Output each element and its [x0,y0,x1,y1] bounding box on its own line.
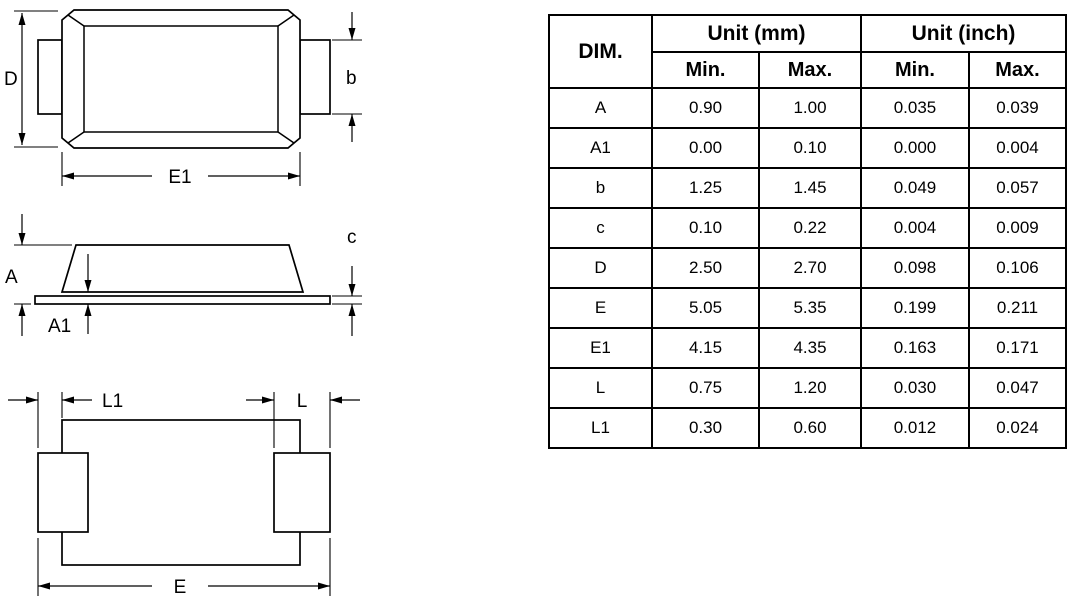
table-row: b 1.25 1.45 0.049 0.057 [548,167,1067,209]
package-drawing: D b E1 A A1 [4,9,362,598]
pad-right [273,452,331,533]
dim-cell: c [548,207,653,249]
table-row: L 0.75 1.20 0.030 0.047 [548,367,1067,409]
inch-min-cell: 0.000 [860,127,970,169]
table-header-row-1: DIM. Unit (mm) Unit (inch) [548,14,1067,89]
table-row: E1 4.15 4.35 0.163 0.171 [548,327,1067,369]
inch-max-cell: 0.211 [968,287,1067,329]
mm-min-cell: 0.00 [651,127,760,169]
header-mm-min: Min. [651,51,760,89]
dim-label-b: b [346,68,357,89]
table-row: L1 0.30 0.60 0.012 0.024 [548,407,1067,449]
mm-min-cell: 0.90 [651,87,760,129]
mm-max-cell: 1.45 [758,167,862,209]
bottom-view: L1 L E [8,391,360,598]
dim-cell: L1 [548,407,653,449]
dim-cell: E [548,287,653,329]
lead-strip-side-view [34,295,331,305]
pad-left [37,452,89,533]
header-inch-max: Max. [968,51,1067,89]
header-mm-max: Max. [758,51,862,89]
package-body-bottom-view [61,419,301,566]
inch-max-cell: 0.057 [968,167,1067,209]
table-row: D 2.50 2.70 0.098 0.106 [548,247,1067,289]
dim-cell: D [548,247,653,289]
table-row: A1 0.00 0.10 0.000 0.004 [548,127,1067,169]
mm-min-cell: 0.10 [651,207,760,249]
inch-min-cell: 0.012 [860,407,970,449]
dimension-table: DIM. Unit (mm) Unit (inch) Min. Max. Min… [548,14,1067,449]
d-dimension: D [4,10,58,148]
mm-max-cell: 5.35 [758,287,862,329]
a1-dimension: A1 [48,254,92,337]
header-dim: DIM. [548,14,653,89]
dim-cell: A [548,87,653,129]
mm-max-cell: 0.22 [758,207,862,249]
package-top-surface [83,25,279,133]
table-header-row-2: Min. Max. Min. Max. [549,51,1067,89]
mm-max-cell: 1.00 [758,87,862,129]
inch-min-cell: 0.035 [860,87,970,129]
package-body-top-view [61,9,301,149]
mm-min-cell: 0.30 [651,407,760,449]
header-unit-inch: Unit (inch) [860,14,1067,53]
dim-cell: A1 [548,127,653,169]
header-unit-mm: Unit (mm) [651,14,862,53]
dim-label-c: c [347,227,357,248]
mm-min-cell: 1.25 [651,167,760,209]
dim-label-l: L [297,391,308,412]
inch-max-cell: 0.024 [968,407,1067,449]
dim-cell: E1 [548,327,653,369]
header-inch-min: Min. [860,51,970,89]
lead-right-top-view [299,39,331,115]
a-dimension: A [5,214,72,336]
dim-label-d: D [4,69,18,90]
e1-dimension: E1 [61,152,301,188]
inch-max-cell: 0.039 [968,87,1067,129]
inch-min-cell: 0.030 [860,367,970,409]
mm-min-cell: 0.75 [651,367,760,409]
mm-max-cell: 1.20 [758,367,862,409]
mm-max-cell: 0.60 [758,407,862,449]
dim-label-e1: E1 [168,167,191,188]
inch-min-cell: 0.049 [860,167,970,209]
mm-max-cell: 4.35 [758,327,862,369]
package-body-side-view [60,244,305,293]
table-row: A 0.90 1.00 0.035 0.039 [548,87,1067,129]
dim-label-a1: A1 [48,316,71,337]
inch-max-cell: 0.009 [968,207,1067,249]
e-dimension: E [37,538,331,598]
mm-max-cell: 2.70 [758,247,862,289]
top-view: D b E1 [4,9,362,188]
inch-max-cell: 0.004 [968,127,1067,169]
inch-min-cell: 0.163 [860,327,970,369]
table-row: E 5.05 5.35 0.199 0.211 [548,287,1067,329]
inch-max-cell: 0.171 [968,327,1067,369]
dim-label-l1: L1 [102,391,123,412]
lead-left-top-view [37,39,63,115]
l1-dimension: L1 [8,391,123,448]
corner-chamfer-lines [67,14,295,144]
mm-min-cell: 2.50 [651,247,760,289]
side-view: A A1 c [5,214,362,337]
dim-label-e: E [174,577,187,598]
inch-min-cell: 0.199 [860,287,970,329]
inch-max-cell: 0.106 [968,247,1067,289]
b-dimension: b [332,12,362,142]
dim-cell: L [548,367,653,409]
c-dimension: c [332,227,362,336]
dim-label-a: A [5,267,18,288]
mm-max-cell: 0.10 [758,127,862,169]
inch-min-cell: 0.098 [860,247,970,289]
l-dimension: L [246,391,360,448]
mm-min-cell: 5.05 [651,287,760,329]
inch-min-cell: 0.004 [860,207,970,249]
inch-max-cell: 0.047 [968,367,1067,409]
dim-cell: b [548,167,653,209]
mm-min-cell: 4.15 [651,327,760,369]
table-row: c 0.10 0.22 0.004 0.009 [548,207,1067,249]
